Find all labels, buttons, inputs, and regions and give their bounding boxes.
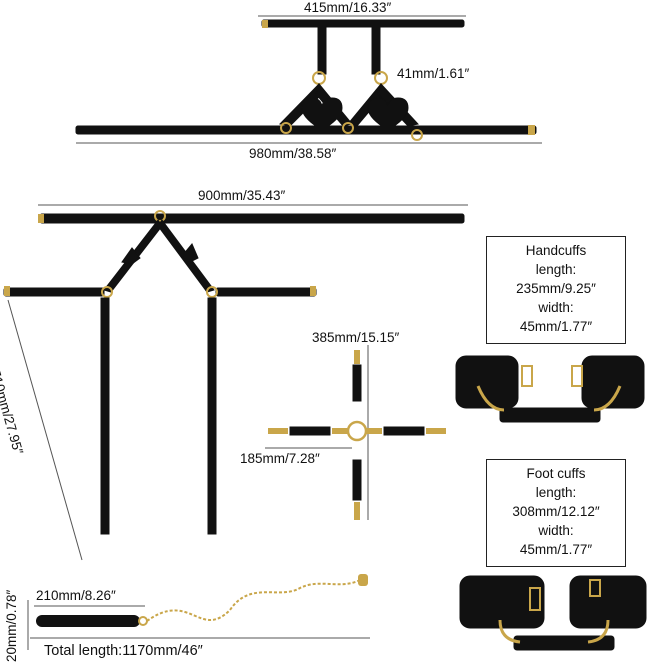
leash-width-label: 20mm/0.78″ [4,589,19,662]
handcuffs-length-value: 235mm/9.25″ [516,281,596,296]
top-width-label: 415mm/16.33″ [304,0,392,15]
handcuffs-width-value: 45mm/1.77″ [519,319,593,334]
foot-cuffs-length-value: 308mm/12.12″ [512,504,600,519]
top-length-label: 980mm/38.58″ [249,146,337,161]
foot-cuffs-width-value: 45mm/1.77″ [519,542,593,557]
dim-line-710 [7,299,83,561]
handcuffs [455,355,645,423]
handcuffs-length-label: length: [535,262,577,277]
waist-width-label: 900mm/35.43″ [198,188,286,203]
foot-cuffs [459,575,647,651]
leash [36,574,368,627]
leash-total-label: Total length:1170mm/46″ [44,643,203,659]
foot-cuffs-width-label: width: [538,523,574,538]
leash-handle-label: 210mm/8.26″ [36,588,116,603]
handcuffs-spec-box: Handcuffs length: 235mm/9.25″ width: 45m… [486,236,626,344]
foot-cuffs-length-label: length: [535,485,577,500]
hogtie-arm-label: 185mm/7.28″ [240,451,320,466]
foot-cuffs-spec-box: Foot cuffs length: 308mm/12.12″ width: 4… [486,459,626,567]
handcuffs-width-label: width: [538,300,574,315]
top-harness [75,19,537,141]
hogtie-length-label: 385mm/15.15″ [312,330,400,345]
foot-cuffs-title: Foot cuffs [526,466,586,481]
ring-size-label: 41mm/1.61″ [397,66,470,81]
handcuffs-title: Handcuffs [525,243,587,258]
waist-harness [3,210,465,535]
hogtie [268,350,446,520]
